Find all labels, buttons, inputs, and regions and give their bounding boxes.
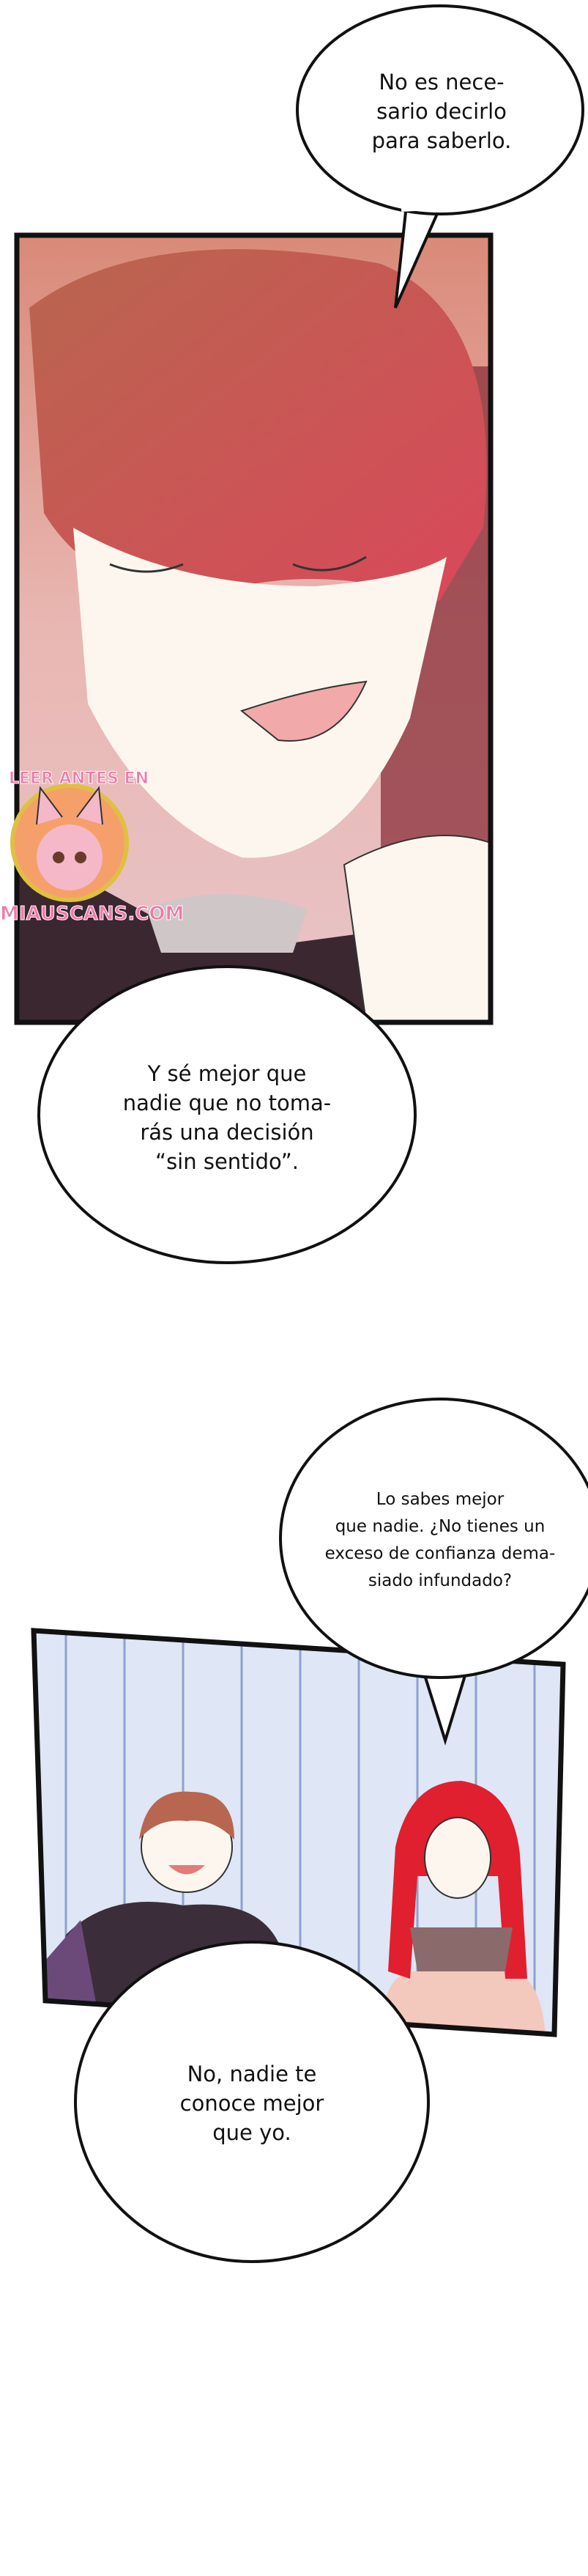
speech-bubble-2	[37, 965, 417, 1264]
text-line: siado infundado?	[368, 1571, 513, 1590]
text-line: sario decirlo	[376, 99, 507, 124]
text-line: Lo sabes mejor	[376, 1490, 505, 1509]
watermark-top-text: LEER ANTES EN	[8, 770, 149, 789]
text-line: rás una decisión	[140, 1120, 314, 1145]
watermark-logo	[10, 783, 129, 902]
text-line: conoce mejor	[179, 2091, 324, 2116]
text-line: No es nece-	[379, 70, 505, 95]
watermark-bottom-text: MIAUSCANS.COM	[0, 903, 185, 926]
text-line: que nadie. ¿No tienes un	[335, 1517, 546, 1536]
text-line: No, nadie te	[187, 2062, 317, 2086]
text-line: exceso de confianza dema-	[324, 1544, 556, 1563]
speech-bubble-4	[74, 1941, 430, 2263]
woman-hair	[388, 1781, 527, 1979]
text-line: que yo.	[212, 2120, 291, 2145]
bubble-4-text: No, nadie te conoce mejor que yo.	[180, 2059, 324, 2147]
text-line: Y sé mejor que	[147, 1061, 307, 1086]
text-line: nadie que no toma-	[122, 1090, 332, 1115]
bubble-2-text: Y sé mejor que nadie que no toma- rás un…	[123, 1059, 331, 1176]
text-line: para saberlo.	[371, 128, 512, 153]
woman-dress	[381, 1971, 546, 2034]
text-line: “sin sentido”.	[155, 1149, 299, 1174]
hair	[29, 249, 487, 601]
speech-bubble-1	[296, 4, 584, 309]
bubble-3-text: Lo sabes mejor que nadie. ¿No tienes un …	[325, 1486, 556, 1595]
face	[73, 528, 447, 858]
bubble-1-text: No es nece- sario decirlo para saberlo.	[372, 67, 512, 155]
speech-bubble-3	[279, 1398, 588, 1746]
